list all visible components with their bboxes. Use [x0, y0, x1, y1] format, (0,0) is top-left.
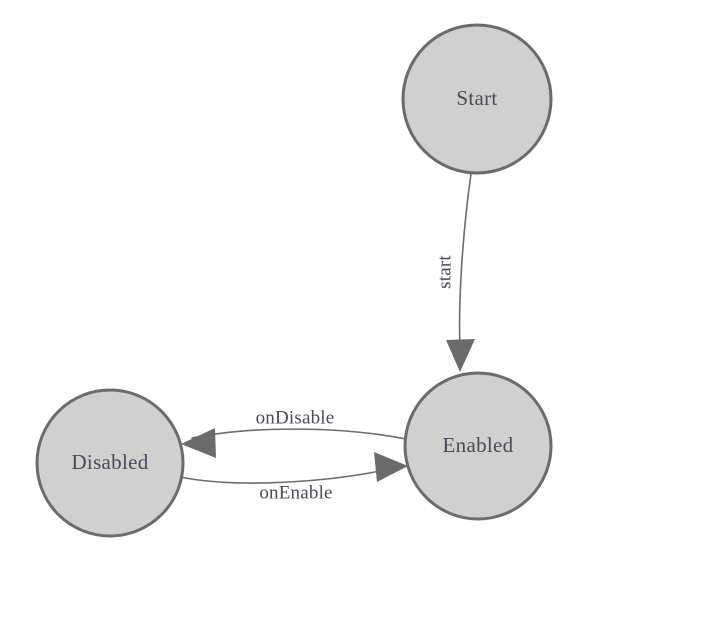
edge-start-to-enabled[interactable]: start: [434, 173, 475, 372]
node-label-enabled: Enabled: [443, 433, 514, 457]
node-enabled[interactable]: Enabled: [403, 371, 553, 521]
node-circle-start[interactable]: [401, 23, 553, 175]
node-disabled[interactable]: Disabled: [35, 388, 185, 538]
edge-path-enabled-to-disabled: [191, 428, 407, 440]
edge-label-ondisable: onDisable: [256, 407, 335, 428]
edge-path-disabled-to-enabled: [179, 470, 381, 484]
edges-layer: start onDisable onEnable: [179, 173, 475, 503]
edge-path-start-to-enabled: [458, 173, 472, 351]
node-label-start: Start: [456, 86, 497, 110]
edge-label-start: start: [434, 255, 455, 289]
edge-label-onenable: onEnable: [259, 482, 332, 503]
arrowhead-start-to-enabled: [446, 339, 475, 372]
edge-disabled-to-enabled[interactable]: onEnable: [179, 452, 408, 503]
arrowhead-enabled-to-disabled: [181, 428, 216, 458]
node-circle-enabled[interactable]: [403, 371, 553, 521]
node-start[interactable]: Start: [401, 23, 553, 175]
node-label-disabled: Disabled: [71, 450, 148, 474]
arrowhead-disabled-to-enabled: [374, 452, 408, 482]
node-circle-disabled[interactable]: [35, 388, 185, 538]
nodes-layer: Start Enabled Disabled: [35, 23, 553, 538]
edge-enabled-to-disabled[interactable]: onDisable: [181, 407, 407, 458]
